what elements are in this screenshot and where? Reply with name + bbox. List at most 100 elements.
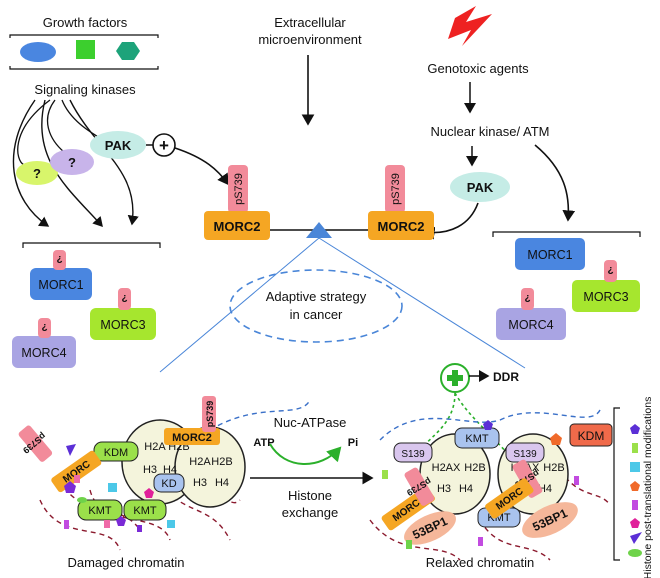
legend-green-oval — [628, 549, 642, 557]
relaxed-green-mark-2 — [406, 540, 412, 549]
nuclear-kinase-label: Nuclear kinase/ ATM — [431, 124, 550, 139]
relaxed-s139-right-label: S139 — [513, 449, 537, 460]
damaged-partial-ps739-tag — [18, 425, 53, 462]
legend-bracket — [613, 407, 620, 561]
damaged-pink-mark-1 — [74, 475, 80, 483]
damaged-pink-mark-2 — [104, 520, 110, 528]
kinase-curve-2 — [46, 99, 65, 153]
damaged-kdm-label: KDM — [104, 447, 128, 459]
legend-cyan-square — [630, 462, 640, 472]
right-morc2-box — [368, 211, 434, 240]
damaged-kdm-box — [93, 441, 139, 462]
ddr-plus-v — [452, 370, 458, 386]
damaged-h2b-front: H2B — [211, 456, 232, 468]
damaged-pentagon-mark-2 — [116, 516, 126, 526]
damaged-h4-front: H4 — [215, 477, 229, 489]
damaged-kd-label: KD — [161, 478, 176, 490]
morc3-box-right — [572, 280, 640, 312]
damaged-h3-back: H3 — [143, 464, 157, 476]
damaged-chromatin-caption: Damaged chromatin — [67, 555, 184, 570]
growth-factors-label: Growth factors — [43, 15, 128, 30]
damaged-pentagon-mark-1 — [64, 481, 76, 493]
relaxed-kmt-top — [454, 427, 500, 449]
morc4-left-tag — [38, 318, 51, 338]
damaged-pink-pentagon — [144, 488, 154, 498]
relaxed-purple-mark — [574, 476, 579, 485]
morc3-box-left — [90, 308, 156, 340]
damaged-morc2-box — [164, 428, 220, 445]
relaxed-h2b-right: H2B — [543, 462, 564, 474]
green-square-factor — [76, 40, 95, 59]
relaxed-morc-partial-box — [485, 478, 534, 519]
damaged-purple-mark-2 — [137, 525, 142, 532]
damaged-ps739-tag — [202, 396, 216, 432]
damaged-ps739-label: pS739 — [205, 401, 215, 428]
left-morc-bracket — [22, 242, 161, 248]
pak-kinase-left — [90, 131, 146, 159]
kinase-curve-1 — [17, 99, 51, 166]
morc1-right-label: MORC1 — [527, 248, 572, 262]
morc1-left-tag-q: ? — [56, 253, 62, 264]
kinase-arrow-1 — [12, 99, 50, 227]
morc4-right-tag — [521, 288, 534, 310]
left-ps739-label: pS739 — [233, 173, 245, 205]
genotoxic-lightning-icon — [448, 6, 492, 46]
morc4-left-tag-q: ? — [41, 321, 47, 332]
legend-orange-pentagon — [630, 481, 640, 491]
adaptive-strategy-ellipse — [229, 269, 403, 343]
damaged-h4-back: H4 — [163, 464, 177, 476]
morc3-right-tag-q: ? — [607, 264, 613, 275]
morc3-right-tag — [604, 260, 617, 282]
ddr-label: DDR — [493, 370, 519, 384]
adaptive-strategy-line2: in cancer — [290, 307, 343, 322]
relaxed-pentagon-mark — [483, 420, 493, 430]
damaged-h2a-front: H2A — [189, 456, 211, 468]
unknown-kinase-2-label: ? — [68, 155, 76, 170]
morc1-box-right — [515, 238, 585, 270]
factors-lower-bracket — [9, 66, 159, 70]
adaptive-strategy-line1: Adaptive strategy — [266, 289, 367, 304]
morc1-box-left — [30, 268, 92, 300]
right-ps739-tag — [385, 165, 405, 213]
relaxed-53bp1-right — [522, 502, 578, 538]
relaxed-h2b-left: H2B — [464, 462, 485, 474]
histone-label: Histone — [288, 488, 332, 503]
ptm-legend: Histone post-translational modifications — [613, 397, 654, 578]
nuc-atpase-label: Nuc-ATPase — [274, 415, 347, 430]
morc4-right-tag-q: ? — [524, 292, 530, 303]
morc4-box-left — [12, 336, 76, 368]
pak-kinase-right — [450, 172, 510, 202]
atp-hydrolysis-arrow — [269, 443, 342, 465]
damaged-morc-partial-box — [51, 450, 102, 493]
legend-purple-pentagon — [630, 424, 640, 434]
left-ps739-tag — [228, 165, 248, 213]
green-hexagon-factor — [116, 42, 140, 60]
damaged-morc2-label: MORC2 — [172, 432, 212, 444]
damaged-kd-box — [153, 473, 185, 493]
relaxed-ps739-left-tag — [404, 467, 435, 506]
damaged-kmt-left — [77, 499, 123, 521]
relaxed-ps739-right-tag — [512, 459, 543, 498]
relaxed-chromatin-group: DDR H2AX H2B H3 H4 H2AX H2B H3 H4 KMT KM… — [369, 363, 613, 561]
unknown-kinase-1-label: ? — [33, 166, 41, 181]
damaged-kmt-right-label: KMT — [133, 505, 157, 517]
damaged-purple-mark — [64, 520, 69, 529]
pak-left-label: PAK — [105, 138, 132, 153]
damaged-kmt-left-label: KMT — [88, 505, 112, 517]
relaxed-orange-pentagon — [550, 433, 562, 445]
morc4-box-right — [496, 308, 566, 340]
plus-circle-left — [152, 133, 176, 157]
legend-purple-bar — [632, 500, 638, 510]
relaxed-h4-left: H4 — [459, 483, 473, 495]
right-morc-bracket — [492, 231, 641, 237]
damaged-chromatin-group: H2A H2B H3 H4 H2A H2B H3 H4 MORC2 pS739 … — [18, 396, 311, 551]
damaged-blue-strand — [209, 399, 311, 431]
relaxed-blue-strand — [379, 409, 601, 441]
extracellular-label-2: microenvironment — [258, 32, 362, 47]
atm-to-morc-arrow — [534, 144, 576, 222]
atp-label: ATP — [253, 437, 274, 449]
relaxed-s139-left — [393, 442, 433, 463]
morc3-left-tag-q: ? — [121, 292, 127, 303]
pak-activation-arrow — [174, 147, 229, 186]
